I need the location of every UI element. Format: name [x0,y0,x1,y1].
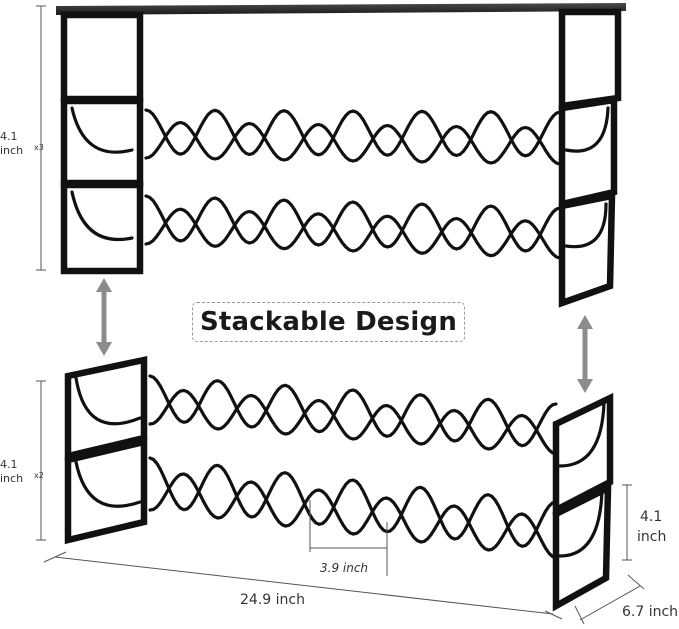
tier-height-dimension [622,484,632,561]
bottom-height-unit: inch [0,472,23,485]
bottom-rack [64,355,614,612]
top-tier-count: x3 [34,143,44,152]
bottom-wire-row-1 [148,374,558,448]
stack-arrow-right [577,315,593,393]
bottom-left-swoop-2 [74,460,142,508]
top-right-swoop-1 [564,106,610,153]
top-wire-row-1b [144,120,562,166]
top-height-dimension [36,5,46,271]
bottom-height-dimension [36,380,46,541]
top-rack [56,3,626,308]
top-wire-row-2b [144,207,562,260]
bottle-spacing-label: 3.9 inch [320,561,368,575]
stackable-design-badge: Stackable Design [192,302,465,342]
top-left-frame [60,11,144,275]
top-board [56,3,626,15]
bottom-left-frame [64,355,148,545]
top-wire-row-1 [144,108,562,158]
bottom-wire-row-1b [148,388,558,456]
depth-dimension [574,574,645,625]
bottom-right-swoop-2 [558,488,604,558]
bottom-right-frame [552,392,614,612]
top-wire-row-2 [144,194,562,253]
top-height-unit: inch [0,144,23,157]
top-right-swoop-2 [564,202,608,249]
total-length-label: 24.9 inch [240,592,305,608]
length-dimension [43,551,563,620]
top-height-value: 4.1 [0,130,18,143]
depth-label: 6.7 inch [622,604,678,620]
stack-arrow-left [96,278,112,356]
top-left-swoop-2 [70,190,134,241]
top-right-frame [558,8,622,308]
bottom-wire-row-2 [148,456,558,548]
tier-height-unit: inch [637,529,666,545]
bottom-wire-row-2b [148,472,558,560]
top-left-swoop-1 [70,106,134,154]
spacing-dimension [309,500,388,576]
bottom-left-swoop-1 [74,376,142,426]
bottom-right-swoop-1 [558,400,606,468]
bottom-tier-count: x2 [34,471,44,480]
bottom-height-value: 4.1 [0,458,18,471]
tier-height-value: 4.1 [640,509,662,525]
